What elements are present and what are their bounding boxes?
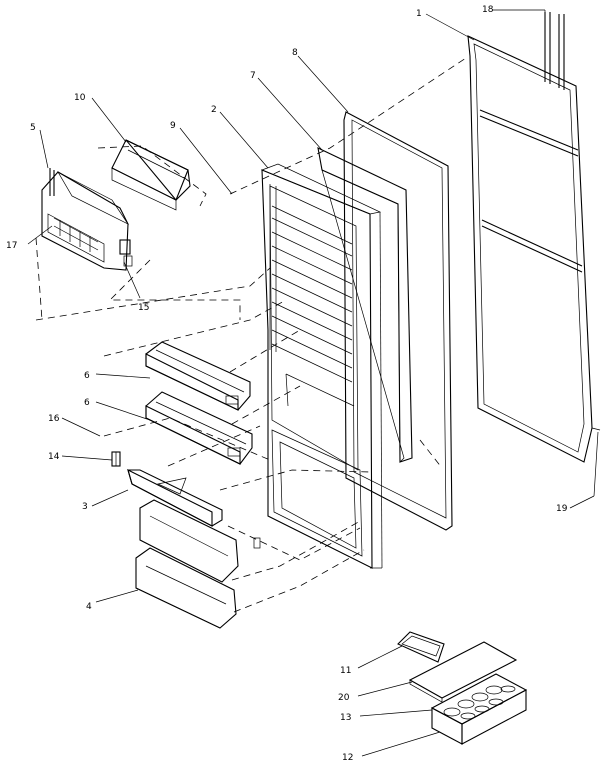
dispenser-cover <box>111 139 191 211</box>
assembly-guide-lines <box>35 57 467 613</box>
bottom-door-bin-upper <box>139 499 261 583</box>
leader-lines <box>27 9 599 757</box>
label-part-12: 12 <box>342 753 353 763</box>
label-part-2: 2 <box>211 105 217 115</box>
label-part-7: 7 <box>250 71 256 81</box>
bottom-door-bin-lower <box>135 547 237 629</box>
label-part-5: 5 <box>30 123 36 133</box>
label-part-9: 9 <box>170 121 176 131</box>
label-part-13: 13 <box>340 713 351 723</box>
door-bin-upper <box>145 341 251 411</box>
door-gasket <box>343 111 453 531</box>
label-part-18: 18 <box>482 5 494 15</box>
label-part-17: 17 <box>6 241 17 251</box>
label-part-3: 3 <box>82 502 88 512</box>
breaker-frame <box>317 147 413 463</box>
label-part-4: 4 <box>86 602 92 612</box>
outer-door-panel <box>467 35 601 463</box>
label-part-19: 19 <box>556 504 568 514</box>
label-part-8: 8 <box>292 48 298 58</box>
ice-bin-cover <box>408 641 518 703</box>
label-part-14: 14 <box>48 452 60 462</box>
label-part-6-upper: 6 <box>84 371 90 381</box>
part-labels: 1 18 8 7 2 9 10 5 17 15 6 6 16 14 3 4 19… <box>6 5 568 763</box>
label-part-6-lower: 6 <box>84 398 90 408</box>
label-part-16: 16 <box>48 414 60 424</box>
dispenser-module <box>41 168 133 271</box>
label-part-15: 15 <box>138 303 149 313</box>
hinge-rods <box>544 12 565 90</box>
dairy-bin <box>111 451 223 527</box>
ice-bucket <box>430 673 528 745</box>
door-bin-lower <box>145 391 253 465</box>
inner-door-liner <box>261 163 383 569</box>
label-part-10: 10 <box>74 93 86 103</box>
label-part-11: 11 <box>340 666 351 676</box>
ice-tray <box>397 631 445 663</box>
label-part-1: 1 <box>416 9 422 19</box>
label-part-20: 20 <box>338 693 350 703</box>
